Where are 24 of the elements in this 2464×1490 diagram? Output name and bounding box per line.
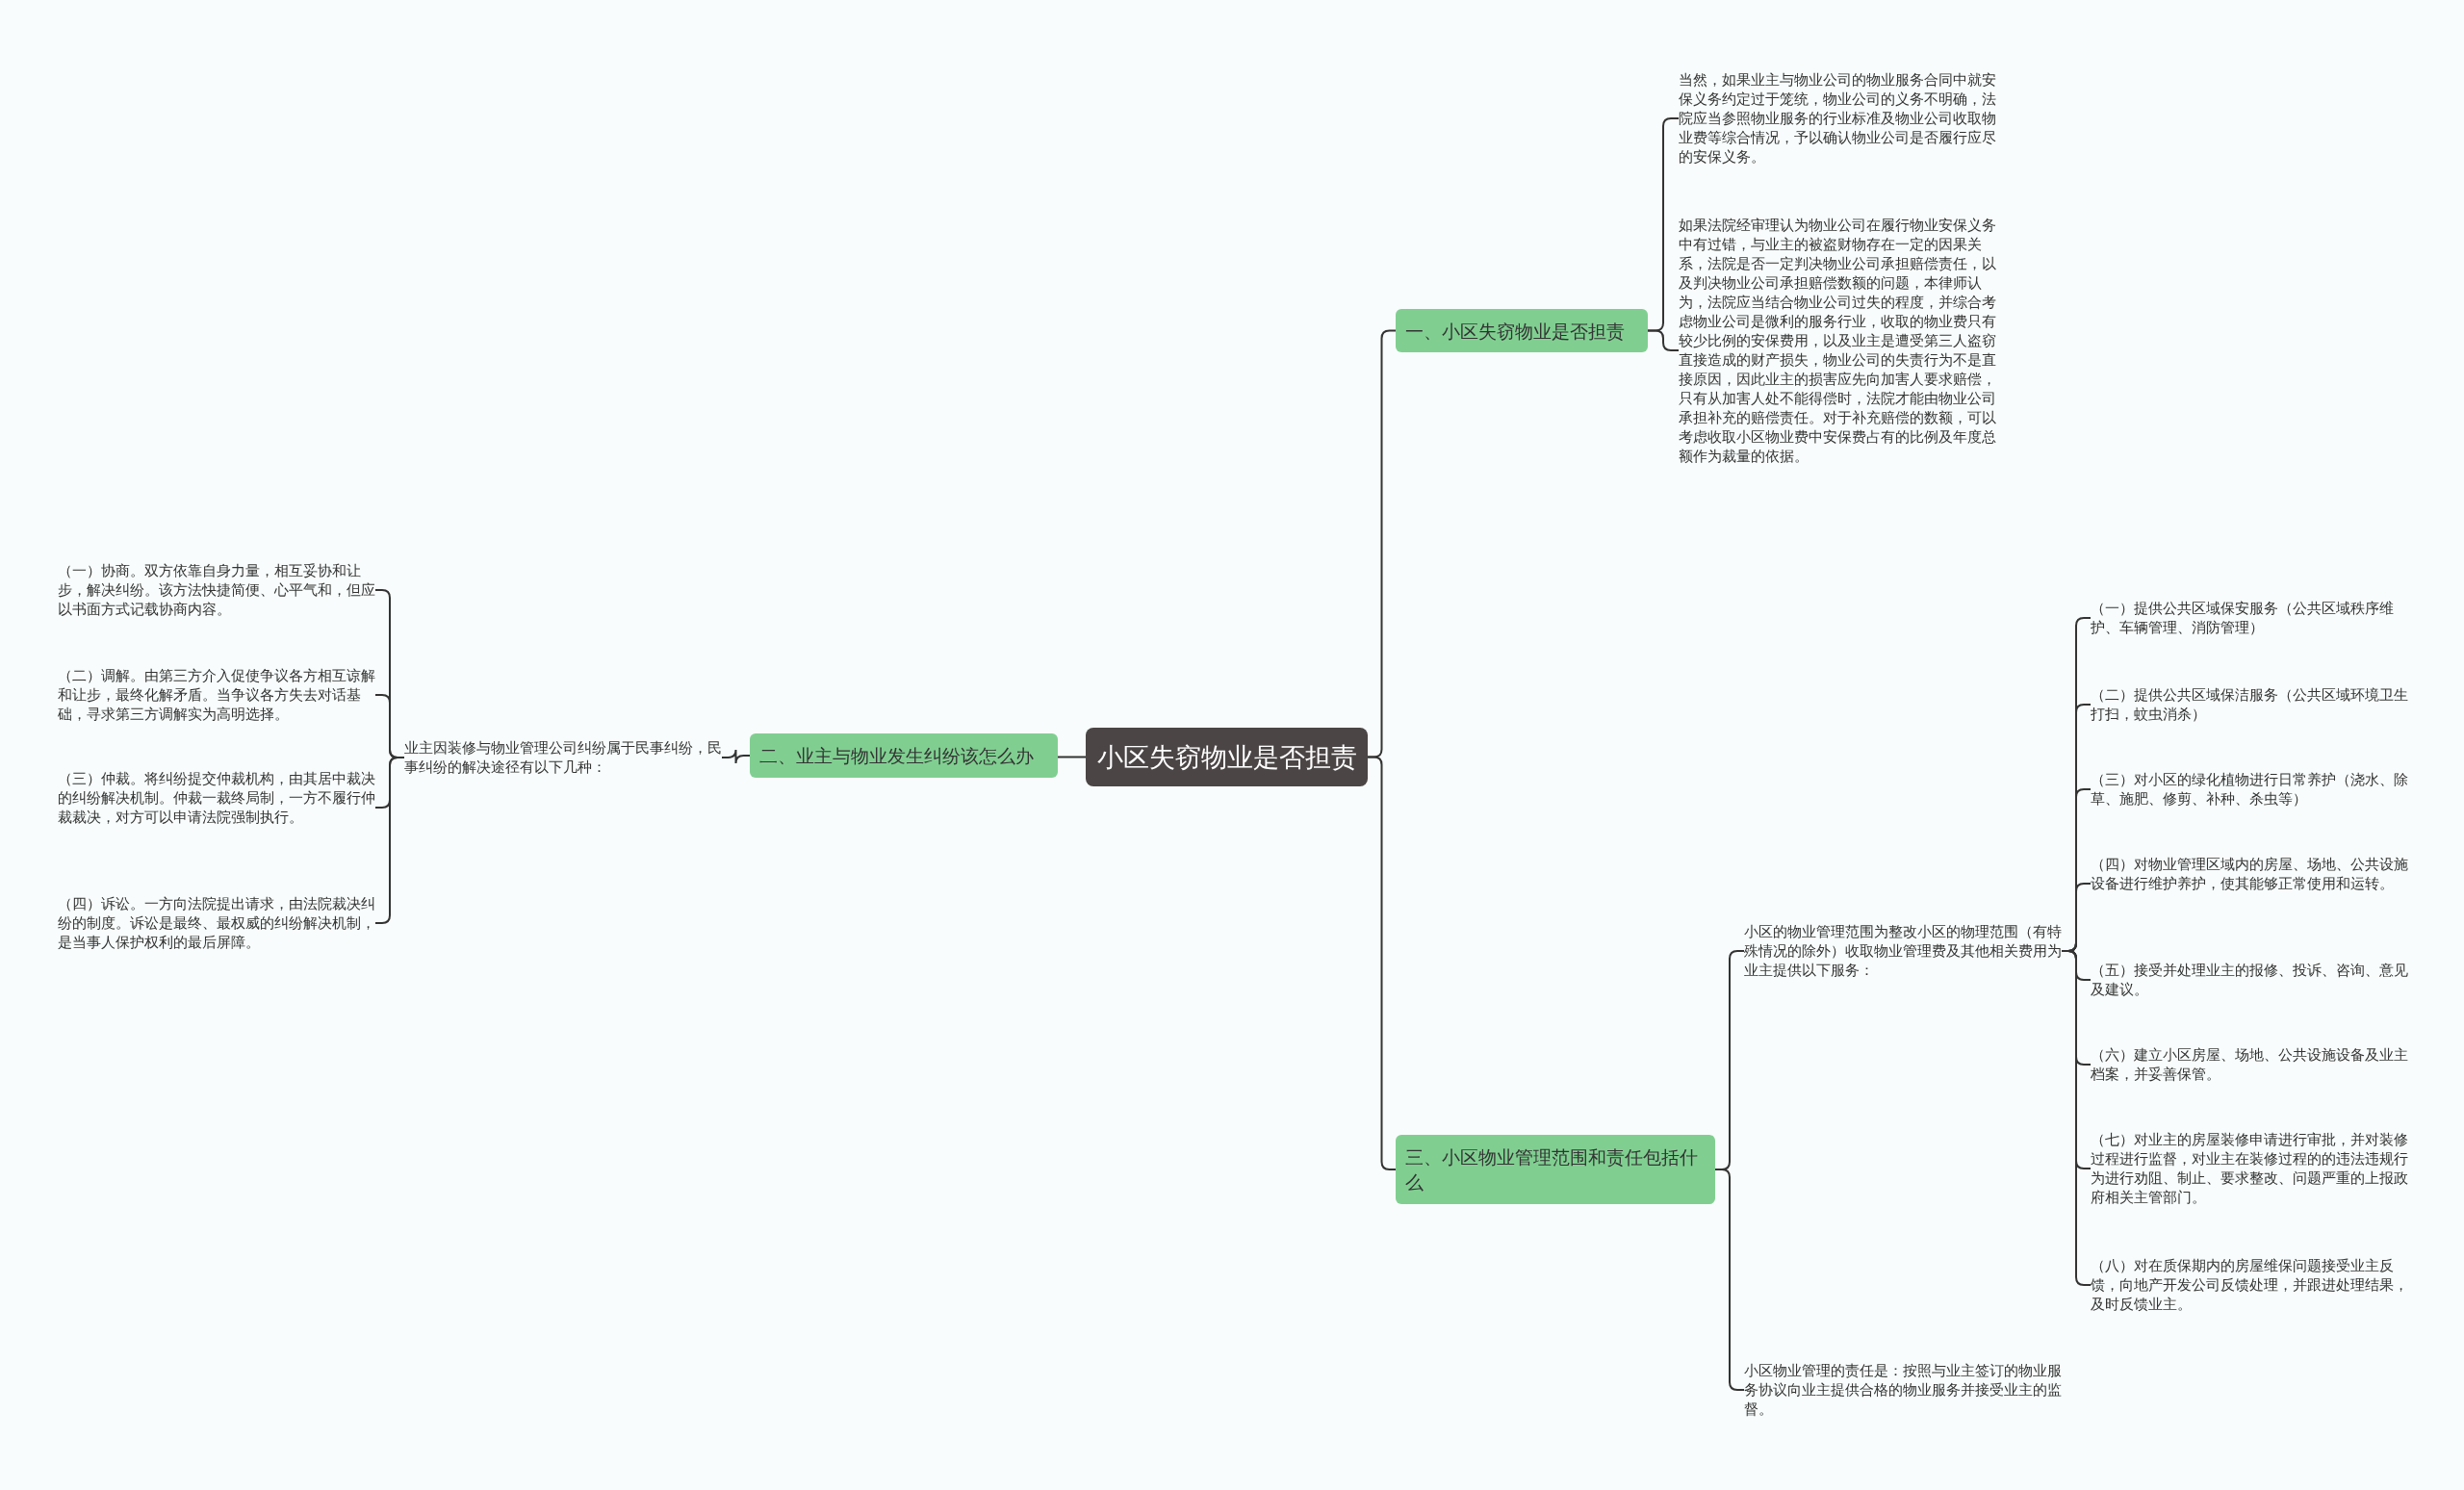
- note-text: 业主因装修与物业管理公司纠纷属于民事纠纷，民事纠纷的解决途径有以下几种：: [404, 738, 722, 777]
- note-text: （四）对物业管理区域内的房屋、场地、公共设施设备进行维护养护，使其能够正常使用和运转。: [2091, 855, 2408, 912]
- note-text: （六）建立小区房屋、场地、公共设施设备及业主档案，并妥善保管。: [2091, 1045, 2408, 1084]
- note-text: （二）调解。由第三方介入促使争议各方相互谅解和让步，最终化解矛盾。当争议各方失去对话基础，寻求第三方调解实为高明选择。: [58, 666, 375, 724]
- connector-line: [1647, 329, 1680, 351]
- note-text: （一）提供公共区域保安服务（公共区域秩序维护、车辆管理、消防管理）: [2091, 599, 2408, 637]
- note-text: （四）诉讼。一方向法院提出请求，由法院裁决纠纷的制度。诉讼是最终、最权威的纠纷解决机制，是当事人保护权利的最后屏障。: [58, 894, 375, 952]
- topic-box: 二、业主与物业发生纠纷该怎么办: [750, 733, 1058, 778]
- note-text: 小区的物业管理范围为整改小区的物理范围（有特殊情况的除外）收取物业管理费及其他相关费用为业主提供以下服务：: [1744, 922, 2062, 980]
- note-text: （三）仲裁。将纠纷提交仲裁机构，由其居中裁决的纠纷解决机制。仲裁一裁终局制，一方不履行仲裁裁决，对方可以申请法院强制执行。: [58, 769, 375, 846]
- note-text: （二）提供公共区域保洁服务（公共区域环境卫生打扫，蚊虫消杀）: [2091, 685, 2408, 724]
- note-text: （八）对在质保期内的房屋维保问题接受业主反馈，向地产开发公司反馈处理，并跟进处理结果，及时反馈业主。: [2091, 1256, 2408, 1314]
- note-text: （一）协商。双方依靠自身力量，相互妥协和让步，解决纠纷。该方法快捷简便、心平气和，但应以书面方式记载协商内容。: [58, 561, 375, 619]
- connector-line: [721, 749, 751, 764]
- note-text: 当然，如果业主与物业公司的物业服务合同中就安保义务约定过于笼统，物业公司的义务不明确，法院应当参照物业服务的行业标准及物业公司收取物业费等综合情况，予以确认物业公司是否履行应尽的安保义务。: [1679, 70, 1996, 167]
- topic-box: 三、小区物业管理范围和责任包括什么: [1396, 1135, 1715, 1204]
- topic-box: 一、小区失窃物业是否担责: [1396, 309, 1648, 352]
- note-text: （五）接受并处理业主的报修、投诉、咨询、意见及建议。: [2091, 961, 2408, 999]
- note-text: 如果法院经审理认为物业公司在履行物业安保义务中有过错，与业主的被盗财物存在一定的因果关系，法院是否一定判决物业公司承担赔偿责任，以及判决物业公司承担赔偿数额的问题，本律师认为，法院应当结合物业公司过失的程度，并综合考虑物业公司是微利的服务行业，收取的物业费只有较少比例的安保费用，以及业主是遭受第三人盗窃直接造成的财产损失，物业公司的失责行为不是直接原因，因此业主的损害应先向加害人要求赔偿，只有从加害人处不能得偿时，法院才能由物业公司承担补充的赔偿责任。对于补充赔偿的数额，可以考虑收取小区物业费中安保费占有的比例及年度总额作为裁量的依据。: [1679, 216, 1996, 485]
- connector-line: [1057, 756, 1087, 758]
- note-text: 小区物业管理的责任是：按照与业主签订的物业服务协议向业主提供合格的物业服务并接受业主的监督。: [1744, 1361, 2062, 1419]
- note-text: （三）对小区的绿化植物进行日常养护（浇水、除草、施肥、修剪、补种、杀虫等）: [2091, 770, 2408, 809]
- central-topic: 小区失窃物业是否担责: [1086, 728, 1368, 786]
- note-text: （七）对业主的房屋装修申请进行审批，并对装修过程进行监督，对业主在装修过程的的违法违规行为进行劝阻、制止、要求整改、问题严重的上报政府相关主管部门。: [2091, 1130, 2408, 1207]
